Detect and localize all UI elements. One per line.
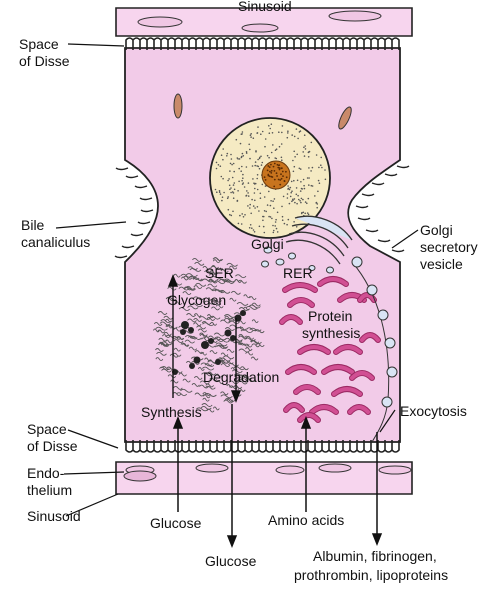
label-sinusoid-bottom: Sinusoid: [27, 508, 81, 524]
chromatin-dots: [214, 123, 327, 234]
label-sinusoid-top: Sinusoid: [238, 0, 292, 14]
label-exocytosis: Exocytosis: [400, 403, 467, 419]
label-ser: SER: [205, 265, 234, 281]
internal-arrows: [167, 274, 242, 403]
golgi-apparatus: [285, 215, 353, 265]
label-space-of-disse-top-1: Space: [19, 36, 59, 52]
secretory-vesicles: [351, 256, 398, 408]
endothelial-nucleus-top-right: [328, 10, 382, 22]
rough-er: [279, 276, 381, 423]
endothelial-nucleus-top-left: [137, 16, 183, 28]
label-space-of-disse-top-2: of Disse: [19, 53, 70, 69]
smooth-er-region: [152, 257, 265, 413]
label-golgi-vesicle-3: vesicle: [420, 256, 463, 272]
nucleolus-dots: [263, 162, 288, 188]
glycogen-granules: [172, 310, 246, 375]
microvilli-bile-canaliculus: [114, 165, 410, 259]
label-space-of-disse-bottom-1: Space: [27, 421, 67, 437]
golgi-vesicles-small: [261, 246, 334, 274]
label-golgi-vesicle-2: secretory: [420, 239, 478, 255]
sinusoid-bottom: [115, 461, 413, 495]
label-bile-2: canaliculus: [21, 234, 90, 250]
label-glucose-out: Glucose: [205, 553, 257, 569]
microvilli-top: [125, 37, 400, 50]
label-golgi-vesicle-1: Golgi: [420, 222, 453, 238]
mitochondrion-1: [173, 93, 183, 119]
label-bile-1: Bile: [21, 217, 45, 233]
label-protein-2: synthesis: [302, 325, 360, 341]
label-products-2: prothrombin, lipoproteins: [294, 567, 448, 583]
label-glycogen: Glycogen: [167, 292, 226, 308]
label-protein-1: Protein: [308, 308, 352, 324]
nucleolus: [261, 160, 291, 190]
microvilli-bottom: [125, 440, 400, 453]
transport-arrows: [172, 404, 383, 549]
label-degradation: Degradation: [203, 369, 279, 385]
hepatocyte-cell: [124, 47, 401, 443]
label-amino-acids: Amino acids: [268, 512, 344, 528]
label-rer: RER: [283, 265, 313, 281]
endothelial-nucleus-top-mid: [241, 23, 279, 33]
endothelial-nucleus-bottom: [123, 470, 157, 482]
label-products-1: Albumin, fibrinogen,: [313, 548, 437, 564]
label-endothelium-1: Endo-: [27, 465, 65, 481]
label-glucose-in: Glucose: [150, 515, 202, 531]
mitochondrion-2: [338, 106, 352, 130]
label-synthesis: Synthesis: [141, 404, 202, 420]
label-endothelium-2: thelium: [27, 482, 72, 498]
label-space-of-disse-bottom-2: of Disse: [27, 438, 78, 454]
label-golgi: Golgi: [251, 236, 284, 252]
leader-lines: [55, 43, 419, 517]
